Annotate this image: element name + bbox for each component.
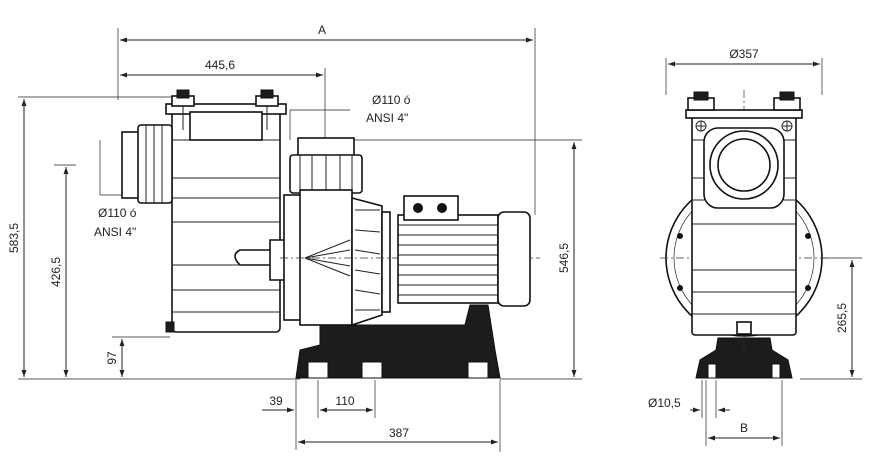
dimension-265-label: 265,5 bbox=[835, 303, 849, 333]
dimension-110: 110 bbox=[320, 380, 376, 418]
dimension-39-label: 39 bbox=[269, 394, 283, 408]
volute bbox=[280, 189, 540, 327]
side-view: A 445,6 Ø110 ó ANSI 4" Ø110 ó ANSI 4" bbox=[7, 23, 582, 452]
dimension-387: 387 bbox=[298, 380, 501, 452]
motor bbox=[397, 195, 531, 307]
strainer-housing bbox=[165, 89, 287, 333]
front-view: Ø357 265,5 Ø10,5 B bbox=[648, 47, 862, 446]
dimension-583: 583,5 bbox=[7, 96, 300, 380]
dimension-10: Ø10,5 bbox=[648, 380, 730, 418]
inlet-ansi-label: ANSI 4" bbox=[94, 225, 136, 239]
bolt-icon bbox=[677, 285, 683, 291]
bolt-icon bbox=[677, 233, 683, 239]
dimension-10-label: Ø10,5 bbox=[648, 396, 681, 410]
dimension-387-label: 387 bbox=[389, 426, 409, 440]
outlet-ansi-label: ANSI 4" bbox=[366, 111, 408, 125]
dimension-426: 426,5 bbox=[49, 164, 76, 377]
dimension-b-label: B bbox=[740, 421, 748, 435]
dimension-445: 445,6 bbox=[120, 58, 326, 150]
bolt-icon bbox=[805, 285, 811, 291]
bolt-icon bbox=[805, 233, 811, 239]
dimension-445-label: 445,6 bbox=[205, 58, 235, 72]
dimension-546-label: 546,5 bbox=[557, 243, 571, 273]
dimension-583-label: 583,5 bbox=[7, 223, 21, 253]
terminal-screw-icon bbox=[437, 203, 447, 213]
dimension-426-label: 426,5 bbox=[49, 257, 63, 287]
dimension-357: Ø357 bbox=[665, 47, 823, 95]
dimension-97-label: 97 bbox=[105, 351, 119, 365]
outlet-union bbox=[289, 137, 363, 194]
dimension-357-label: Ø357 bbox=[729, 47, 759, 61]
inlet-diameter-label: Ø110 ó bbox=[98, 206, 137, 220]
dimension-a: A bbox=[117, 23, 536, 215]
front-base bbox=[695, 337, 793, 379]
outlet-diameter-label: Ø110 ó bbox=[372, 93, 411, 107]
dimension-a-label: A bbox=[318, 23, 326, 37]
front-inlet-port bbox=[703, 127, 785, 209]
pump-base bbox=[295, 304, 501, 379]
inlet-label: Ø110 ó ANSI 4" bbox=[94, 140, 140, 239]
dimension-110-label: 110 bbox=[335, 394, 354, 408]
dimension-39: 39 bbox=[262, 380, 350, 450]
dimension-265: 265,5 bbox=[800, 257, 862, 380]
outlet-label: Ø110 ó ANSI 4" bbox=[289, 93, 411, 140]
dimension-97: 97 bbox=[105, 336, 170, 377]
terminal-screw-icon bbox=[413, 203, 423, 213]
inlet-union bbox=[121, 124, 173, 204]
dimension-b: B bbox=[705, 380, 783, 446]
